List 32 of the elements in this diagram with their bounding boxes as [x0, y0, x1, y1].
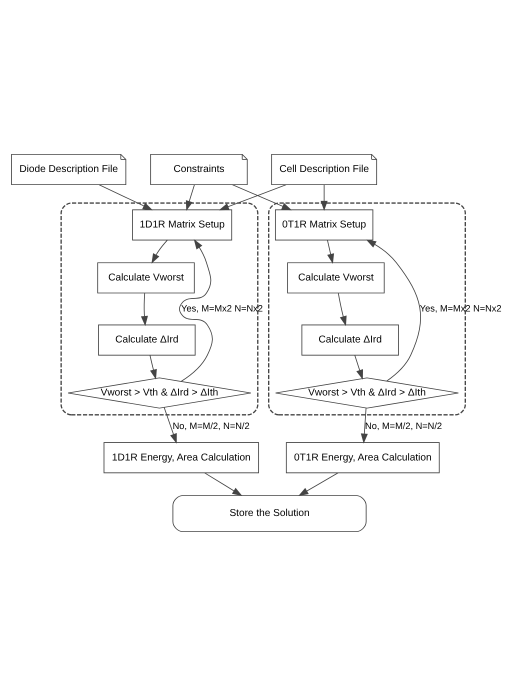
- edge-label: No, M=M/2, N=N/2: [172, 420, 250, 431]
- node-box: 1D1R Energy, Area Calculation: [104, 442, 260, 474]
- node-box: 1D1R Matrix Setup: [132, 209, 232, 240]
- node-box: Store the Solution: [172, 495, 367, 532]
- node-box: Calculate Vworst: [287, 262, 385, 294]
- arrow: [164, 407, 177, 444]
- arrow: [320, 184, 328, 211]
- arrow: [204, 472, 242, 496]
- arrow: [354, 354, 364, 380]
- arrow: [360, 408, 368, 444]
- arrow: [186, 184, 195, 211]
- node-box: Calculate ΔIrd: [98, 324, 196, 356]
- arrow: [98, 184, 153, 210]
- arrow: [327, 240, 334, 264]
- node-diamond: Vworst > Vth & ΔIrd > ΔIth: [275, 377, 459, 409]
- node-box: 0T1R Energy, Area Calculation: [286, 442, 440, 474]
- arrow: [366, 240, 421, 382]
- node-box: 0T1R Matrix Setup: [274, 209, 374, 240]
- arrow: [298, 472, 338, 496]
- arrow: [338, 292, 347, 326]
- node-box: Calculate Vworst: [97, 262, 195, 294]
- arrow: [140, 292, 148, 326]
- edge-label: Yes, M=Mx2 N=Nx2: [181, 303, 263, 314]
- edge-label: No, M=M/2, N=N/2: [365, 420, 442, 431]
- arrow: [151, 240, 168, 264]
- arrow: [232, 184, 292, 210]
- arrow: [218, 184, 286, 210]
- node-diamond: Vworst > Vth & ΔIrd > ΔIth: [68, 377, 252, 409]
- arrow: [179, 239, 213, 382]
- edge-label: Yes, M=Mx2 N=Nx2: [420, 303, 502, 314]
- arrow: [150, 354, 157, 380]
- node-box: Calculate ΔIrd: [301, 324, 399, 356]
